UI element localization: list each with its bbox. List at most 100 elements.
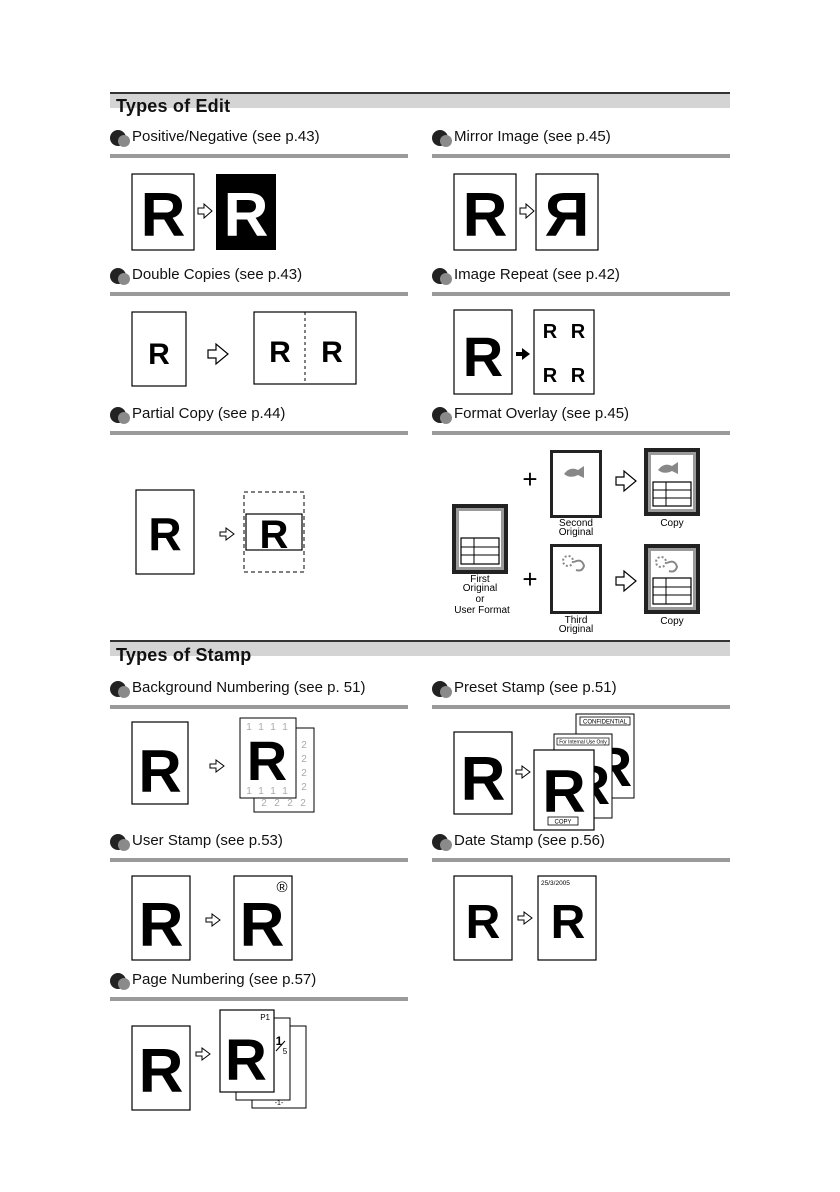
arrow-icon xyxy=(616,571,636,591)
bullet-icon xyxy=(432,834,456,852)
bullet-icon xyxy=(110,268,134,286)
divider xyxy=(432,705,730,709)
plus-icon: + xyxy=(522,464,537,494)
copy-stamp: COPY xyxy=(554,820,571,826)
letter-r-left: R xyxy=(269,336,291,369)
third-original-label-2: Original xyxy=(559,624,593,635)
arrow-icon xyxy=(206,914,220,926)
internal-stamp: For Internal Use Only xyxy=(559,740,607,746)
letter-r-numbered: R xyxy=(247,729,287,792)
letter-r-dated: R xyxy=(551,896,586,949)
user-stamp-figure: R R ® xyxy=(130,874,300,964)
section-title-stamp: Types of Stamp xyxy=(116,645,252,666)
bullet-icon xyxy=(110,681,134,699)
user-stamp-mark-icon: ® xyxy=(276,879,287,896)
item-label: User Stamp (see p.53) xyxy=(132,832,283,849)
copy-label-bottom: Copy xyxy=(660,616,683,627)
bullet-icon xyxy=(432,268,456,286)
letter-r-stamped: R xyxy=(240,891,285,960)
arrow-icon xyxy=(210,760,224,772)
bullet-icon xyxy=(110,834,134,852)
image-repeat-figure: R R R R R xyxy=(452,308,602,398)
svg-text:2: 2 xyxy=(301,754,307,765)
svg-text:2: 2 xyxy=(301,782,307,793)
item-label: Mirror Image (see p.45) xyxy=(454,128,611,145)
bullet-icon xyxy=(110,130,134,148)
letter-r-3: R xyxy=(543,365,558,387)
letter-r: R xyxy=(141,181,186,250)
or-label: or xyxy=(476,594,486,605)
letter-r: R xyxy=(463,181,508,250)
letter-r: R xyxy=(148,508,181,560)
arrow-icon xyxy=(516,766,530,778)
letter-r-numbered: R xyxy=(225,1028,267,1093)
letter-r-partial: R xyxy=(260,513,289,557)
item-label: Partial Copy (see p.44) xyxy=(132,405,285,422)
letter-r: R xyxy=(138,738,181,805)
svg-text:2: 2 xyxy=(261,798,267,809)
item-label: Format Overlay (see p.45) xyxy=(454,405,629,422)
background-numbering-figure: R 2 2 2 2 2 2 2 2 1 1 1 1 1 1 1 1 R xyxy=(130,714,330,814)
divider xyxy=(110,858,408,862)
svg-text:2: 2 xyxy=(300,798,306,809)
date-stamp-figure: R 25/3/2005 R xyxy=(452,874,602,964)
letter-r: R xyxy=(466,896,501,949)
item-label: Page Numbering (see p.57) xyxy=(132,971,316,988)
copy-label-top: Copy xyxy=(660,518,683,529)
svg-text:2: 2 xyxy=(274,798,280,809)
svg-text:2: 2 xyxy=(301,740,307,751)
positive-negative-figure: R R xyxy=(130,172,280,252)
letter-r: R xyxy=(148,338,170,371)
divider xyxy=(432,292,730,296)
user-format-label: User Format xyxy=(454,605,510,616)
arrow-icon xyxy=(208,344,228,364)
arrow-icon xyxy=(198,204,212,218)
divider xyxy=(110,997,408,1001)
letter-r: R xyxy=(139,891,184,960)
section-title-edit: Types of Edit xyxy=(116,96,230,117)
bullet-icon xyxy=(110,407,134,425)
second-original-label-2: Original xyxy=(559,527,593,538)
svg-text:2: 2 xyxy=(301,768,307,779)
letter-r-4: R xyxy=(571,365,586,387)
date-text: 25/3/2005 xyxy=(541,880,570,887)
letter-r: R xyxy=(461,745,506,814)
partial-copy-figure: R R xyxy=(134,488,314,578)
item-label: Date Stamp (see p.56) xyxy=(454,832,605,849)
arrow-icon xyxy=(518,912,532,924)
bullet-icon xyxy=(110,973,134,991)
divider xyxy=(110,292,408,296)
arrow-icon xyxy=(516,348,530,360)
letter-r-right: R xyxy=(321,336,343,369)
bullet-icon xyxy=(432,130,456,148)
fraction-numerator: 1 xyxy=(276,1034,283,1048)
bullet-icon xyxy=(432,681,456,699)
arrow-icon xyxy=(220,528,234,540)
bullet-icon xyxy=(432,407,456,425)
divider xyxy=(432,858,730,862)
page-numbering-figure: R -1- P1 R 1 5 xyxy=(130,1008,320,1112)
arrow-icon xyxy=(520,204,534,218)
letter-r: R xyxy=(463,325,503,388)
double-copies-figure: R R R xyxy=(130,310,362,390)
preset-stamp-figure: R CONFIDENTIAL R For Internal Use Only R… xyxy=(452,712,642,832)
svg-text:2: 2 xyxy=(287,798,293,809)
item-label: Image Repeat (see p.42) xyxy=(454,266,620,283)
divider xyxy=(432,431,730,435)
confidential-stamp: CONFIDENTIAL xyxy=(583,720,628,726)
letter-r-stamped: R xyxy=(542,758,585,825)
arrow-icon xyxy=(196,1048,210,1060)
letter-r-mirrored: Я xyxy=(545,181,590,250)
p1-label: P1 xyxy=(260,1013,270,1022)
format-overlay-figure: + Second Original Copy First Original or… xyxy=(444,444,724,636)
letter-r-negative: R xyxy=(224,181,269,250)
arrow-icon xyxy=(616,471,636,491)
dash-page-number: -1- xyxy=(275,1100,284,1107)
divider xyxy=(110,705,408,709)
divider xyxy=(110,431,408,435)
divider xyxy=(432,154,730,158)
item-label: Positive/Negative (see p.43) xyxy=(132,128,320,145)
letter-r: R xyxy=(139,1037,184,1106)
first-original-label-2: Original xyxy=(463,583,497,594)
item-label: Preset Stamp (see p.51) xyxy=(454,679,617,696)
